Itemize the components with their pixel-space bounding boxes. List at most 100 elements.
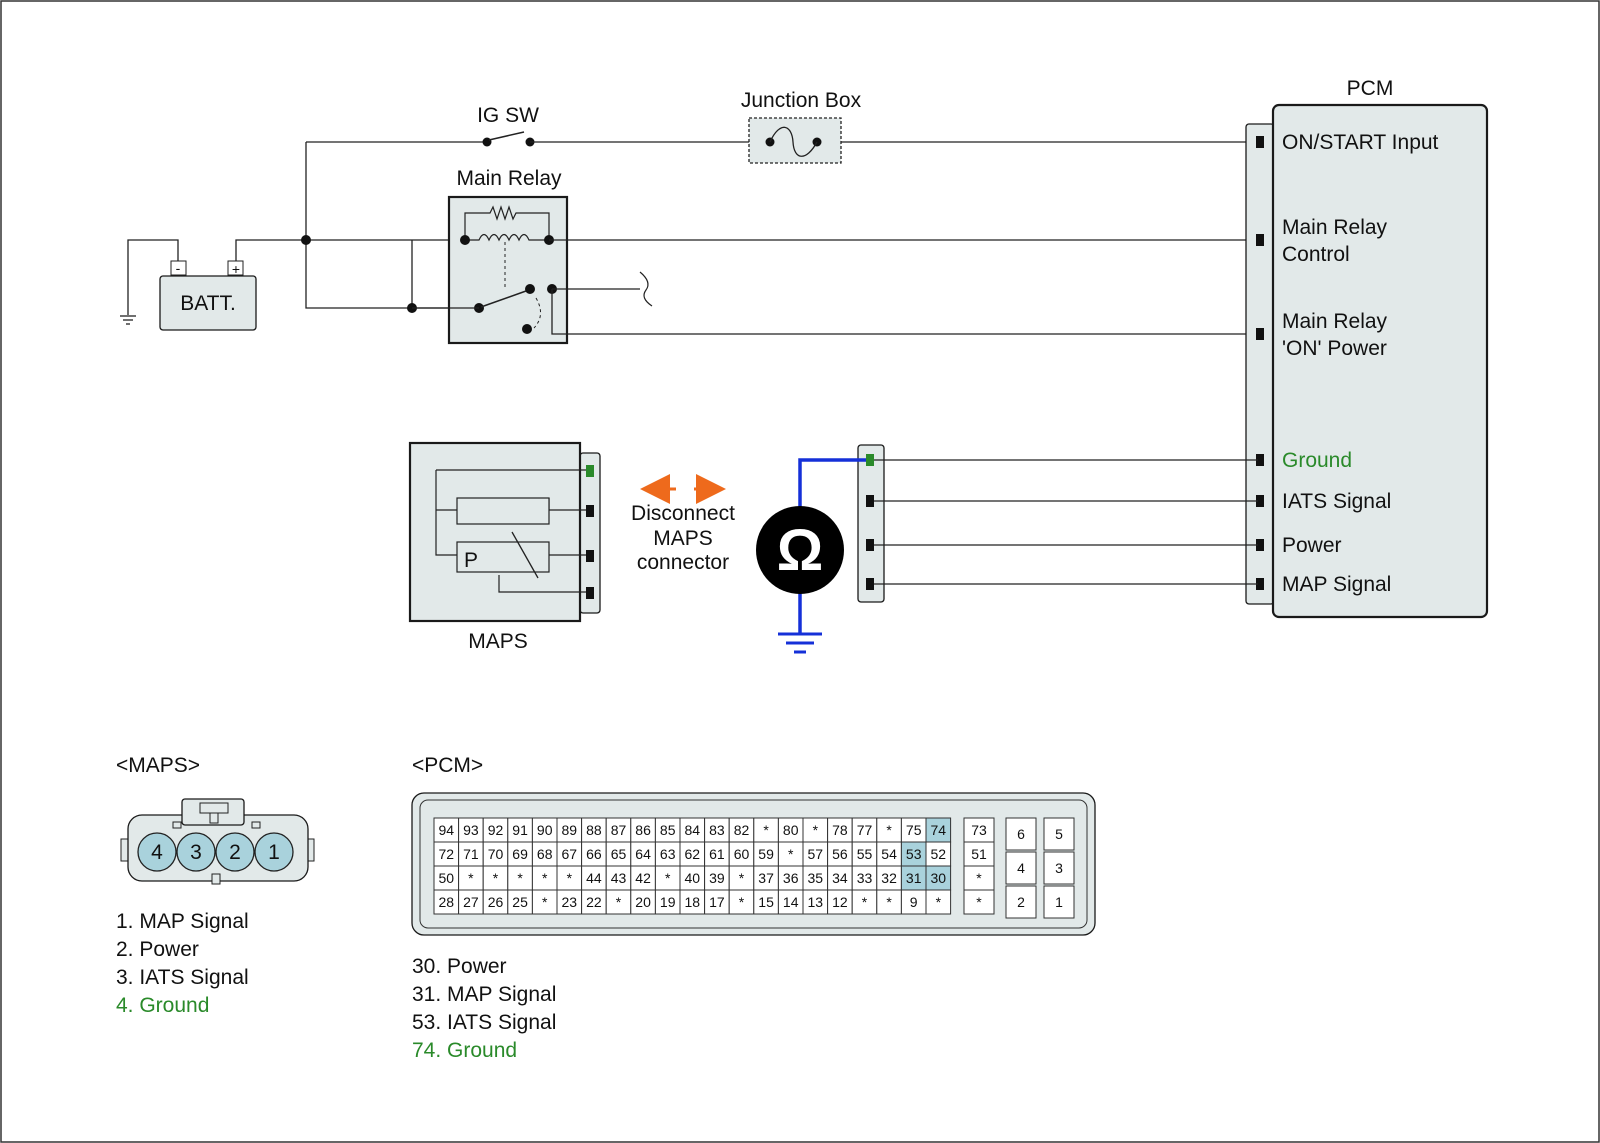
pcm-cavity <box>605 865 632 891</box>
pcm-cavity-number: 34 <box>832 870 848 886</box>
pcm-cavity-number: 26 <box>488 894 504 910</box>
ohm-symbol: Ω <box>777 518 824 583</box>
pcm-cavity-number: 73 <box>971 822 987 838</box>
pcm-cavity-number: * <box>493 870 499 886</box>
pcm-cavity-number: 4 <box>1017 860 1025 876</box>
pcm-cavity-number: 56 <box>832 846 848 862</box>
pcm-cavity <box>556 865 583 891</box>
pcm-cavity-number: 68 <box>537 846 553 862</box>
junction-dot <box>301 235 311 245</box>
pcm-pin-label: Power <box>1282 534 1342 557</box>
pcm-cavity-number: 42 <box>635 870 651 886</box>
maps-pin-number: 4 <box>151 841 163 864</box>
maps-sensor: P MAPS <box>408 441 601 653</box>
pcm-cavity-number: 31 <box>906 870 922 886</box>
pcm-cavity-number: 28 <box>439 894 455 910</box>
ohmmeter-icon <box>756 506 844 594</box>
pcm-cavity-number: 2 <box>1017 894 1025 910</box>
pcm-cavity <box>1043 885 1075 919</box>
pcm-cavity-number: 64 <box>635 846 651 862</box>
pcm-legend-item: 74. Ground <box>412 1039 517 1062</box>
harness-pin <box>866 495 874 507</box>
maps-pin-number: 2 <box>229 841 241 864</box>
pcm-cavity-number: 59 <box>758 846 774 862</box>
pcm-cavity <box>581 889 607 915</box>
pcm-cavity-number: 83 <box>709 822 725 838</box>
pcm-cavity <box>777 841 804 867</box>
pcm-cavity-number: 40 <box>685 870 701 886</box>
pcm-pin-label: 'ON' Power <box>1282 337 1387 360</box>
disconnect-text-3: connector <box>637 551 729 574</box>
pcm-cavity-number: 25 <box>512 894 528 910</box>
pcm-cavity-number: * <box>616 894 622 910</box>
pcm-cavity <box>679 889 706 915</box>
pcm-cavity-number: 93 <box>463 822 479 838</box>
pcm-cavity <box>1043 851 1075 885</box>
pcm-cavity <box>433 865 460 891</box>
maps-legend-item: 1. MAP Signal <box>116 910 249 933</box>
pcm-cavity-number: 54 <box>881 846 897 862</box>
pcm-cavity-number: 13 <box>808 894 824 910</box>
main-relay-label: Main Relay <box>456 167 562 190</box>
harness-pin-ground <box>866 454 874 466</box>
pcm-cavity <box>963 865 995 891</box>
maps-pressure-label: P <box>464 549 478 572</box>
pcm-pin-terminal <box>1256 234 1264 246</box>
pcm-cavity-number: 82 <box>734 822 750 838</box>
pcm-cavity-number: 72 <box>439 846 455 862</box>
pcm-pin-label: Control <box>1282 243 1350 266</box>
pcm-cavity <box>433 889 460 915</box>
pcm-cavity <box>531 817 558 843</box>
pcm-cavity-number: 71 <box>463 846 479 862</box>
pcm-cavity-number: 75 <box>906 822 922 838</box>
pcm-module: PCM <box>1245 77 1489 619</box>
pcm-cavity-number: 87 <box>611 822 627 838</box>
pcm-cavity-number: 43 <box>611 870 627 886</box>
pcm-cavity-number: 85 <box>660 822 676 838</box>
pcm-cavity-number: 5 <box>1055 826 1063 842</box>
pcm-cavity <box>963 817 995 843</box>
wire-break-symbol <box>639 271 653 307</box>
pcm-cavity <box>679 817 706 843</box>
pcm-cavity-number: 35 <box>808 870 824 886</box>
pcm-cavity <box>458 841 484 867</box>
pcm-label: PCM <box>1347 77 1394 100</box>
pcm-cavity-number: 69 <box>512 846 528 862</box>
pcm-cavity-number: 53 <box>906 846 922 862</box>
pcm-cavity-number: 22 <box>586 894 602 910</box>
pcm-cavity <box>753 841 779 867</box>
battery-positive-wire <box>235 239 306 261</box>
pcm-cavity <box>507 841 533 867</box>
pcm-cavity-number: 20 <box>635 894 651 910</box>
pcm-cavity <box>630 817 656 843</box>
harness-wires <box>874 459 1258 585</box>
pcm-cavity-number: * <box>739 870 745 886</box>
pcm-cavity <box>1043 817 1075 851</box>
pcm-cavity <box>556 841 583 867</box>
pcm-cavity-number: 57 <box>808 846 824 862</box>
pcm-cavity-number: * <box>517 870 523 886</box>
pcm-cavity-number: * <box>468 870 474 886</box>
pcm-cavity <box>654 865 681 891</box>
pcm-cavity <box>827 841 853 867</box>
pcm-pin-label: IATS Signal <box>1282 490 1391 513</box>
pcm-cavity <box>679 865 706 891</box>
pcm-pin-label: Main Relay <box>1282 310 1388 333</box>
pcm-cavity <box>876 865 902 891</box>
pcm-cavity <box>630 865 656 891</box>
battery-plus-label: + <box>232 261 240 277</box>
pcm-cavity-number: 30 <box>931 870 947 886</box>
pcm-cavity-number: 52 <box>931 846 947 862</box>
pcm-cavity-number: 9 <box>910 894 918 910</box>
pcm-pin-label: ON/START Input <box>1282 131 1439 154</box>
pcm-connector-title: <PCM> <box>412 754 483 777</box>
pcm-cavity-number: 12 <box>832 894 848 910</box>
maps-pin-cavity <box>176 832 216 872</box>
pcm-cavity-number: 70 <box>488 846 504 862</box>
pcm-cavity-number: 44 <box>586 870 602 886</box>
battery-ground-wire <box>127 239 179 315</box>
